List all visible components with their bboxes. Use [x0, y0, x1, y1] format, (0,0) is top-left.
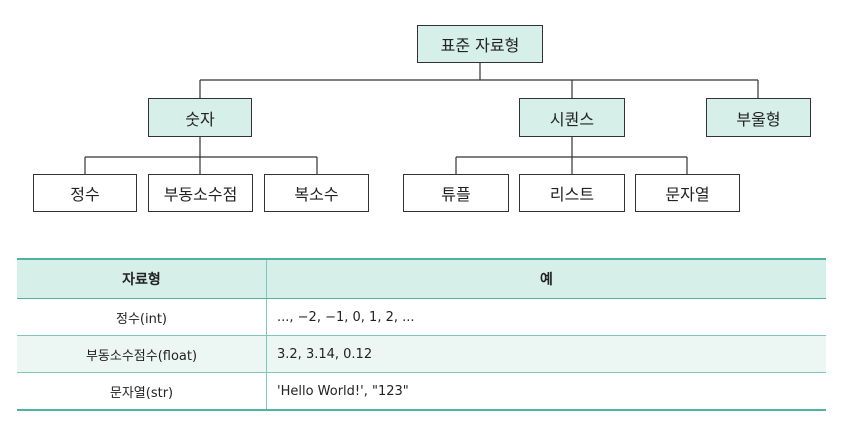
- type-examples-table: 자료형 예 정수(int) ..., −2, −1, 0, 1, 2, ... …: [17, 258, 826, 411]
- cell-type: 부동소수점수(float): [17, 335, 267, 373]
- node-boolean: 부울형: [706, 98, 811, 137]
- cell-type: 정수(int): [17, 298, 267, 336]
- node-float: 부동소수점: [148, 174, 253, 212]
- node-complex: 복소수: [264, 174, 369, 212]
- node-sequence: 시퀀스: [519, 98, 625, 137]
- tree-connectors: [84, 62, 759, 174]
- table-header-row: 자료형 예: [17, 258, 826, 299]
- node-string: 문자열: [635, 174, 740, 212]
- node-integer: 정수: [33, 174, 137, 212]
- table-row: 정수(int) ..., −2, −1, 0, 1, 2, ...: [17, 298, 826, 336]
- node-number: 숫자: [148, 98, 252, 137]
- table-row: 문자열(str) 'Hello World!', "123": [17, 372, 826, 411]
- table-row: 부동소수점수(float) 3.2, 3.14, 0.12: [17, 335, 826, 373]
- cell-example: 'Hello World!', "123": [266, 372, 826, 411]
- node-tuple: 튜플: [403, 174, 509, 212]
- cell-type: 문자열(str): [17, 372, 267, 411]
- node-list: 리스트: [519, 174, 625, 212]
- node-standard-types: 표준 자료형: [417, 25, 543, 63]
- cell-example: 3.2, 3.14, 0.12: [266, 335, 826, 373]
- header-example: 예: [266, 258, 826, 299]
- header-type: 자료형: [17, 258, 267, 299]
- cell-example: ..., −2, −1, 0, 1, 2, ...: [266, 298, 826, 336]
